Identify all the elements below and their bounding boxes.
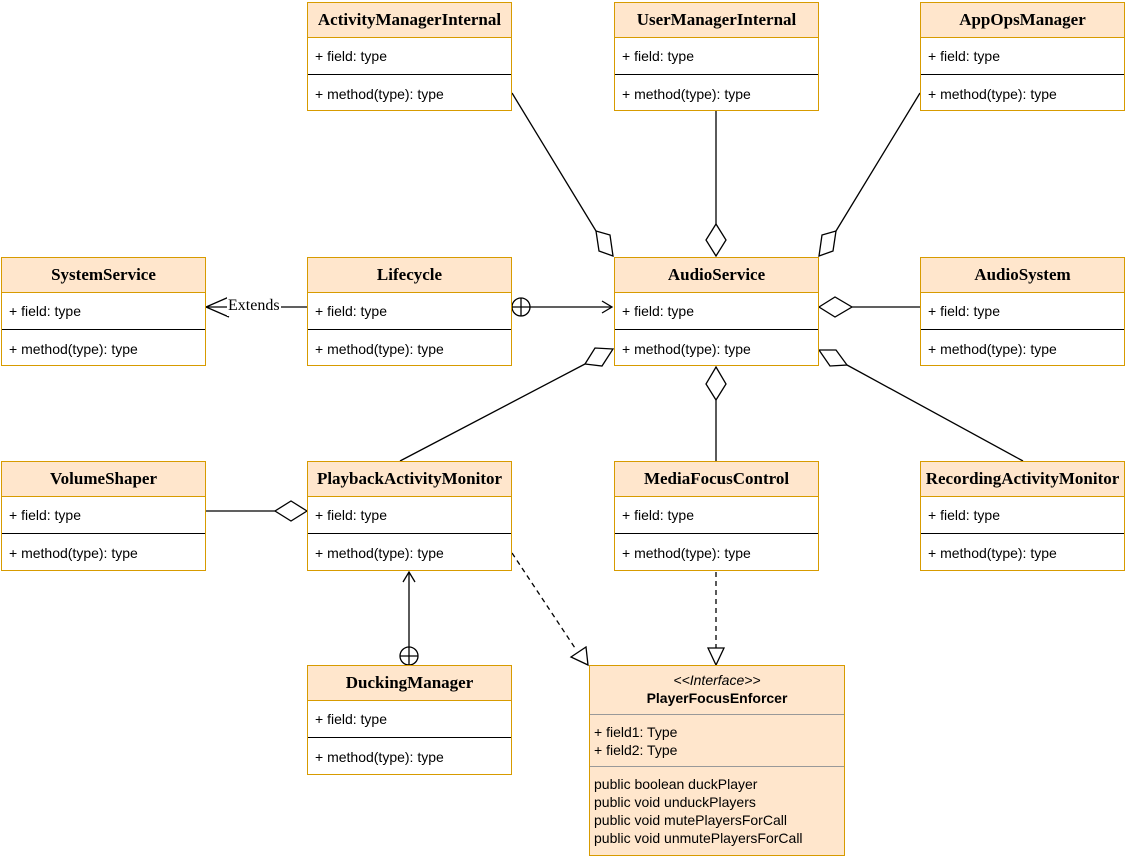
- class-method: + method(type): type: [9, 545, 138, 561]
- aggregation-app-ops-line: [835, 92, 921, 232]
- class-activity-manager-internal[interactable]: ActivityManagerInternal + field: type + …: [307, 2, 512, 111]
- class-method: + method(type): type: [928, 341, 1057, 357]
- class-ducking-manager[interactable]: DuckingManager + field: type + method(ty…: [307, 665, 512, 775]
- arrow-head-icon: [601, 300, 614, 314]
- interface-stereotype: <<Interface>>: [673, 672, 761, 688]
- class-field: + field: type: [2, 293, 205, 330]
- aggregation-diamond-icon: [273, 500, 309, 522]
- class-name: VolumeShaper: [2, 462, 205, 497]
- interface-methods: public boolean duckPlayer public void un…: [590, 767, 844, 847]
- interface-method: public void mutePlayersForCall: [594, 812, 787, 828]
- class-recording-activity-monitor[interactable]: RecordingActivityMonitor + field: type +…: [920, 461, 1125, 571]
- class-method: + method(type): type: [622, 86, 751, 102]
- extends-label: Extends: [227, 296, 281, 316]
- interface-method: public void unmutePlayersForCall: [594, 830, 803, 846]
- class-name: UserManagerInternal: [615, 3, 818, 38]
- class-field: + field: type: [308, 38, 511, 75]
- class-audio-service[interactable]: AudioService + field: type + method(type…: [614, 257, 819, 366]
- class-field: + field: type: [921, 293, 1124, 330]
- aggregation-diamond-icon: [817, 349, 849, 367]
- class-name: AudioSystem: [921, 258, 1124, 293]
- class-method: + method(type): type: [315, 341, 444, 357]
- class-system-service[interactable]: SystemService + field: type + method(typ…: [1, 257, 206, 366]
- aggregation-recording-monitor-line: [846, 364, 1024, 462]
- realization-triangle-icon: [706, 647, 726, 667]
- class-field: + field: type: [615, 293, 818, 330]
- class-field: + field: type: [615, 497, 818, 534]
- class-lifecycle[interactable]: Lifecycle + field: type + method(type): …: [307, 257, 512, 366]
- class-name: MediaFocusControl: [615, 462, 818, 497]
- class-field: + field: type: [308, 497, 511, 534]
- class-method: + method(type): type: [9, 341, 138, 357]
- class-field: + field: type: [921, 38, 1124, 75]
- class-name: ActivityManagerInternal: [308, 3, 511, 38]
- class-name: DuckingManager: [308, 666, 511, 701]
- aggregation-diamond-icon: [595, 230, 614, 257]
- arrow-head-icon: [402, 570, 416, 583]
- class-user-manager-internal[interactable]: UserManagerInternal + field: type + meth…: [614, 2, 819, 111]
- class-name: Lifecycle: [308, 258, 511, 293]
- class-method: + method(type): type: [622, 545, 751, 561]
- interface-player-focus-enforcer[interactable]: <<Interface>> PlayerFocusEnforcer + fiel…: [589, 665, 845, 856]
- interface-header: <<Interface>> PlayerFocusEnforcer: [590, 666, 844, 715]
- realization-playback-line: [511, 552, 576, 649]
- class-name: SystemService: [2, 258, 205, 293]
- class-app-ops-manager[interactable]: AppOpsManager + field: type + method(typ…: [920, 2, 1125, 111]
- extends-open-arrow-icon: [204, 296, 230, 318]
- realization-triangle-icon: [569, 645, 589, 667]
- class-name: PlaybackActivityMonitor: [308, 462, 511, 497]
- class-method: + method(type): type: [315, 545, 444, 561]
- interface-name: PlayerFocusEnforcer: [646, 690, 788, 706]
- class-method: + method(type): type: [928, 86, 1057, 102]
- class-name: AudioService: [615, 258, 818, 293]
- class-method: + method(type): type: [315, 86, 444, 102]
- class-name: AppOpsManager: [921, 3, 1124, 38]
- aggregation-diamond-icon: [817, 296, 854, 318]
- aggregation-diamond-icon: [705, 365, 727, 402]
- aggregation-diamond-icon: [583, 347, 615, 367]
- aggregation-activity-manager-line: [511, 92, 597, 232]
- interface-fields: + field1: Type + field2: Type: [590, 715, 844, 767]
- class-audio-system[interactable]: AudioSystem + field: type + method(type)…: [920, 257, 1125, 366]
- class-name: RecordingActivityMonitor: [921, 462, 1124, 497]
- interface-method: public boolean duckPlayer: [594, 776, 758, 792]
- aggregation-diamond-icon: [818, 230, 837, 257]
- class-field: + field: type: [308, 701, 511, 738]
- aggregation-playback-monitor-line: [399, 363, 586, 462]
- class-volume-shaper[interactable]: VolumeShaper + field: type + method(type…: [1, 461, 206, 571]
- aggregation-diamond-icon: [705, 222, 727, 258]
- class-field: + field: type: [921, 497, 1124, 534]
- class-method: + method(type): type: [928, 545, 1057, 561]
- class-field: + field: type: [308, 293, 511, 330]
- class-field: + field: type: [2, 497, 205, 534]
- interface-field: + field2: Type: [594, 742, 678, 758]
- class-field: + field: type: [615, 38, 818, 75]
- class-playback-activity-monitor[interactable]: PlaybackActivityMonitor + field: type + …: [307, 461, 512, 571]
- class-method: + method(type): type: [315, 749, 444, 765]
- interface-field: + field1: Type: [594, 724, 678, 740]
- interface-method: public void unduckPlayers: [594, 794, 756, 810]
- class-method: + method(type): type: [622, 341, 751, 357]
- class-media-focus-control[interactable]: MediaFocusControl + field: type + method…: [614, 461, 819, 571]
